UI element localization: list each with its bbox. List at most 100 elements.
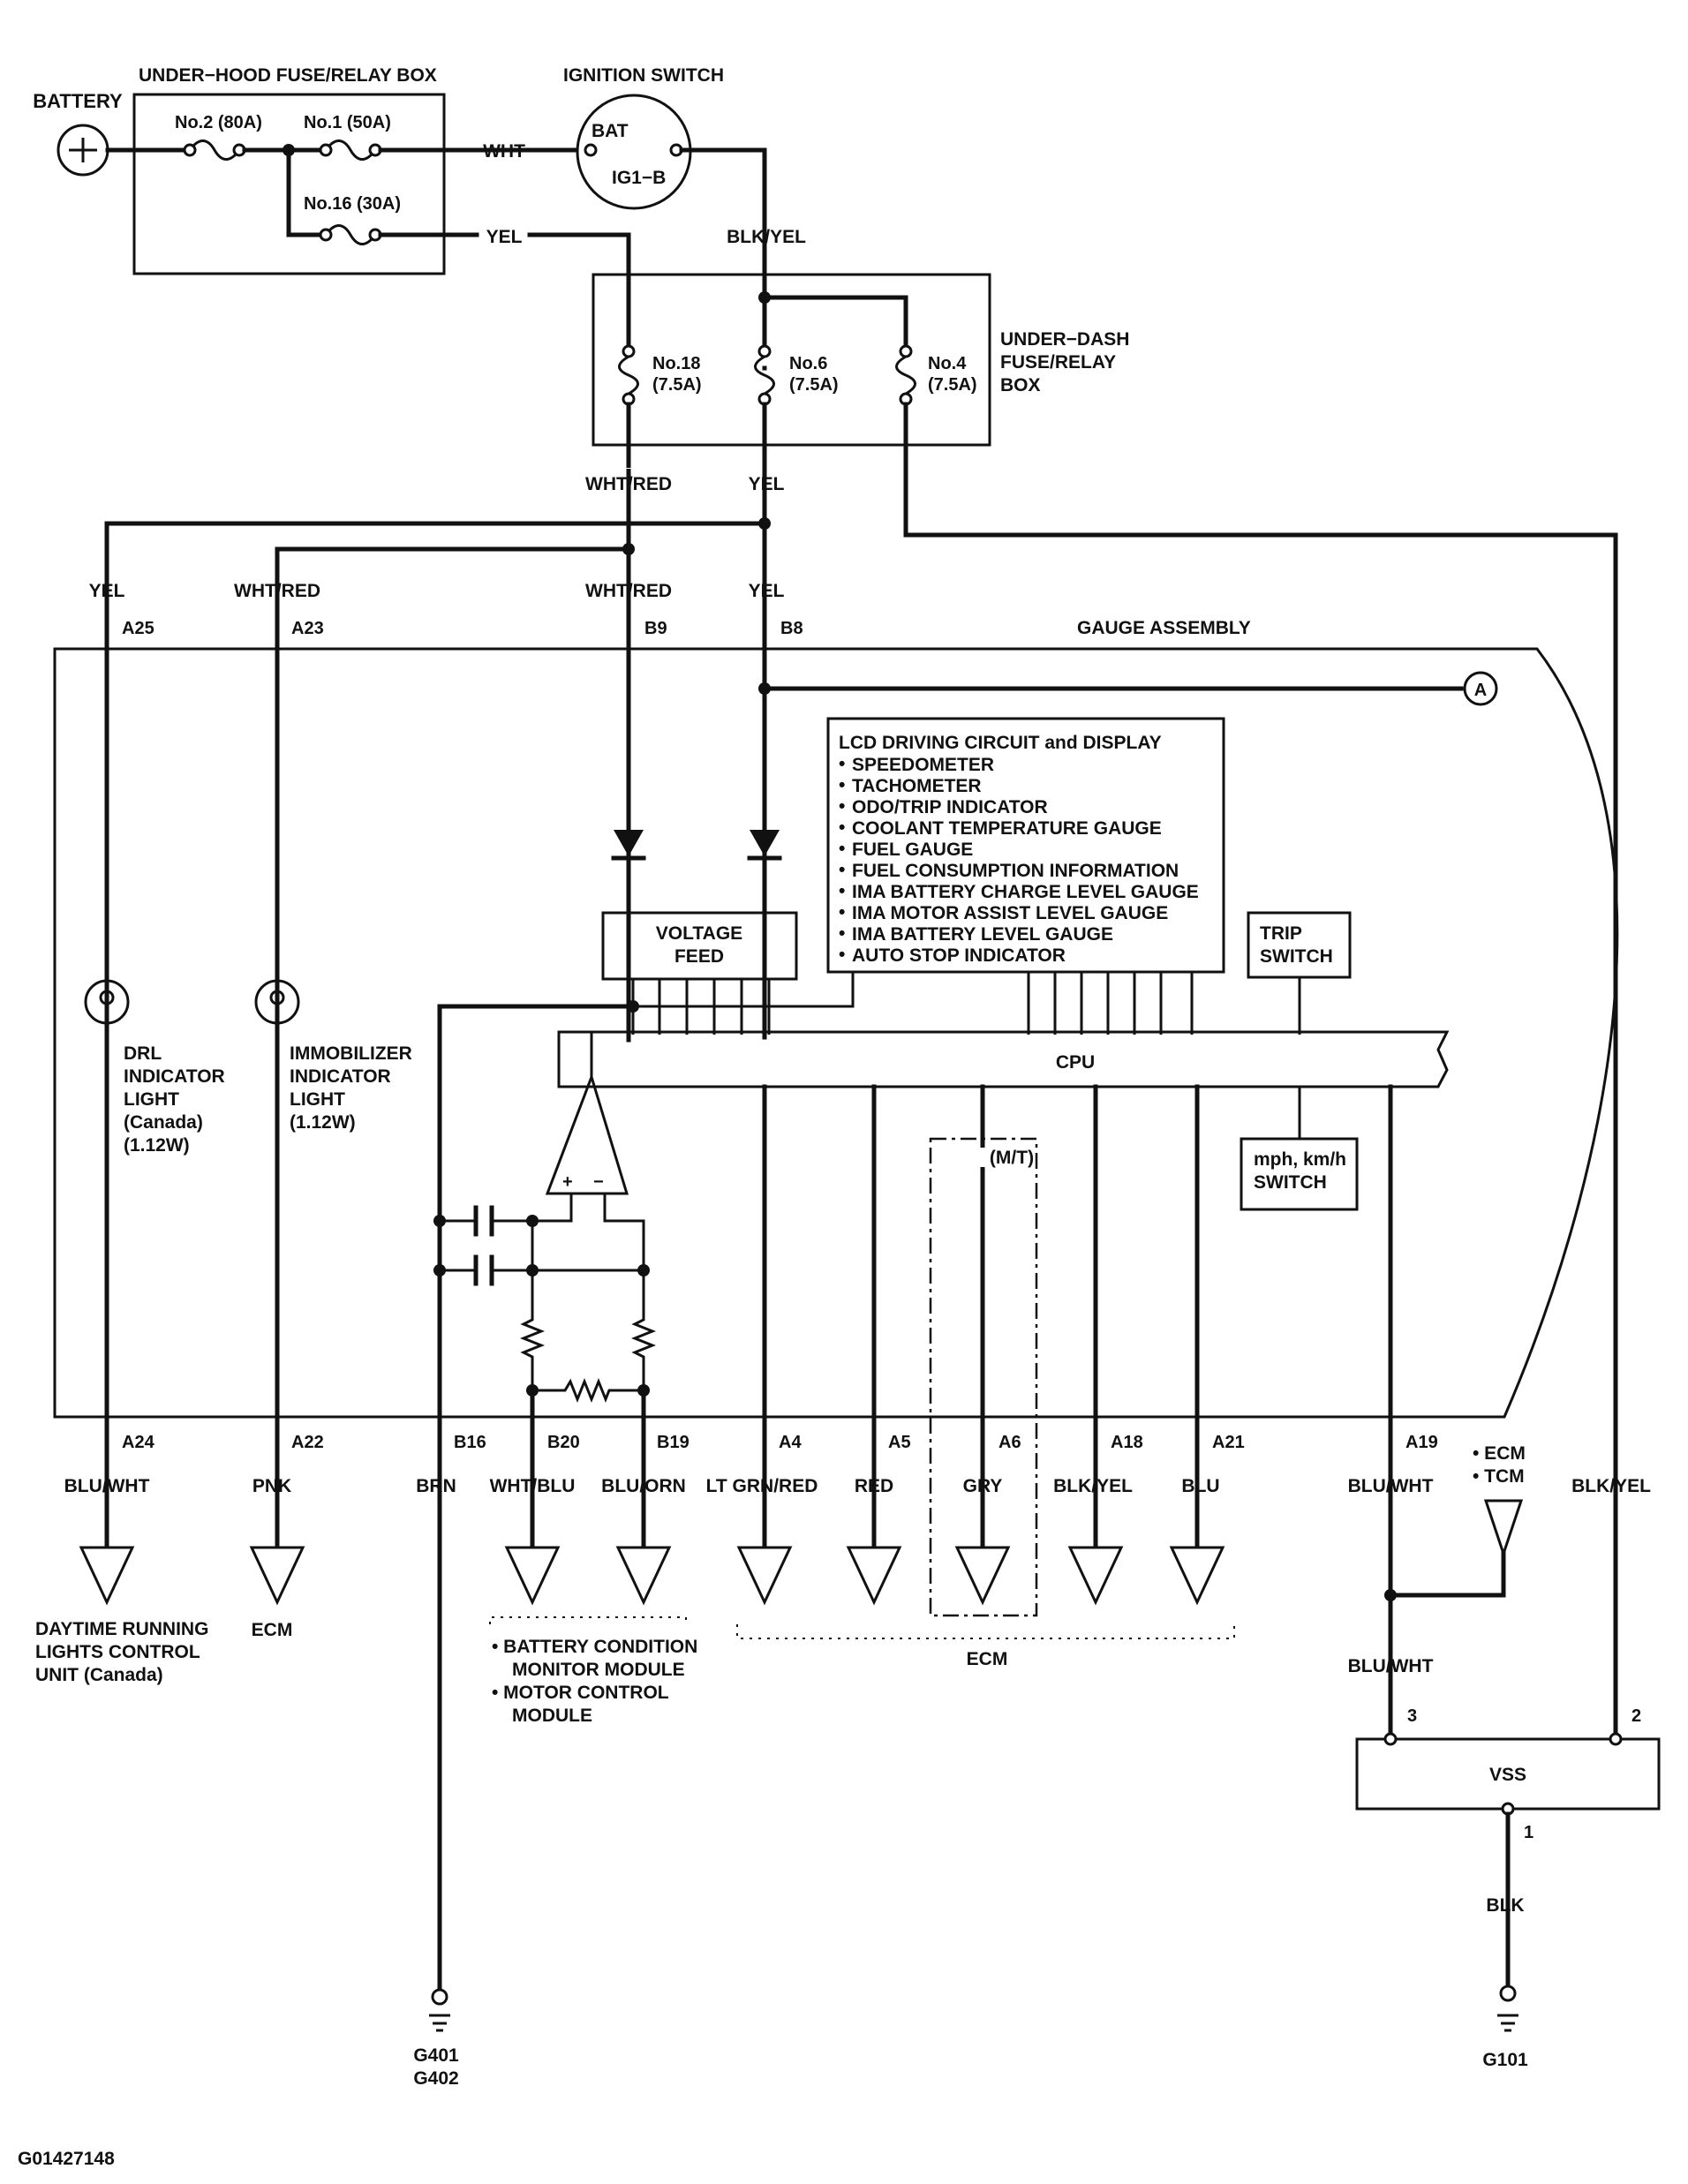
svg-text:•: •	[839, 881, 845, 901]
vss-label: VSS	[1489, 1765, 1526, 1785]
svg-text:−: −	[593, 1172, 604, 1192]
trip-switch-line2: SWITCH	[1260, 946, 1333, 967]
diode-b9	[614, 830, 644, 856]
voltage-feed-line1: VOLTAGE	[656, 923, 742, 944]
connector-a	[1463, 671, 1498, 706]
battery-label: BATTERY	[33, 90, 123, 112]
fuse-no6-symbol	[754, 355, 775, 395]
pin-a5: A5	[888, 1433, 911, 1452]
fuse-no2-label: No.2 (80A)	[175, 113, 262, 132]
gauge-assembly-outline	[53, 647, 1619, 1419]
battery: BATTERY	[33, 90, 123, 177]
wire-label-yel-b8: YEL	[749, 581, 785, 601]
fuse-no6-label: No.6	[789, 354, 827, 373]
wire-label-wht: WHT	[483, 141, 525, 162]
cpu: CPU	[557, 1030, 1450, 1088]
wire-label-yel-fuse: YEL	[749, 474, 785, 494]
cpu-label: CPU	[1056, 1052, 1095, 1073]
ecm-group-bracket	[736, 1624, 1235, 1639]
svg-text:•: •	[839, 902, 845, 923]
under-hood-fuse-box: UNDER−HOOD FUSE/RELAY BOX No.2 (80A) No.…	[132, 65, 446, 275]
pin-a19: A19	[1405, 1433, 1438, 1452]
svg-text:(M/T): (M/T)	[990, 1148, 1034, 1168]
ground-g101	[1497, 1984, 1518, 2032]
lcd-item: ODO/TRIP INDICATOR	[852, 797, 1048, 817]
pin-a25: A25	[122, 619, 154, 638]
ignition-bat-label: BAT	[592, 121, 629, 141]
drl-unit-line2: LIGHTS CONTROL	[35, 1642, 200, 1662]
fuse-no4-symbol	[895, 355, 916, 395]
ignition-switch: IGNITION SWITCH BAT IG1−B	[563, 65, 724, 210]
wire-gry: GRY	[963, 1476, 1003, 1496]
ground-g101-label: G101	[1482, 2050, 1528, 2070]
pin-b9: B9	[644, 619, 667, 638]
svg-text:•: •	[839, 923, 845, 944]
drl-unit-line1: DAYTIME RUNNING	[35, 1619, 208, 1639]
drl-light-line3: LIGHT	[124, 1089, 179, 1110]
pin-a4: A4	[779, 1433, 802, 1452]
pin-b8: B8	[780, 619, 803, 638]
fuse-no18-label: No.18	[652, 354, 700, 373]
battery-modules-bracket	[489, 1616, 687, 1624]
immobilizer-line1: IMMOBILIZER	[290, 1043, 412, 1064]
lcd-item: SPEEDOMETER	[852, 755, 994, 775]
voltage-feed: VOLTAGE FEED	[601, 911, 798, 981]
under-dash-title-line3: BOX	[1000, 375, 1041, 395]
svg-text:+: +	[562, 1172, 573, 1192]
wire-lt-grn-red: LT GRN/RED	[706, 1476, 818, 1496]
under-dash-title-line2: FUSE/RELAY	[1000, 352, 1116, 373]
drl-light-line2: INDICATOR	[124, 1066, 225, 1087]
immobilizer-line4: (1.12W)	[290, 1112, 356, 1133]
diode-b8	[750, 830, 780, 856]
destination-arrows	[79, 1499, 1524, 1606]
ecm-tcm-line2: • TCM	[1473, 1466, 1525, 1487]
wire-red: RED	[855, 1476, 893, 1496]
pin-a24: A24	[122, 1433, 155, 1452]
gauge-assembly-title: GAUGE ASSEMBLY	[1077, 618, 1251, 638]
fuse-no18-symbol	[618, 355, 639, 395]
fuse-no1-symbol	[324, 139, 377, 161]
op-amp	[545, 1073, 629, 1195]
pin-a6: A6	[998, 1433, 1021, 1452]
vss-sensor: VSS	[1355, 1737, 1661, 1811]
ecm-tcm-line1: • ECM	[1473, 1443, 1526, 1464]
ground-g402-label: G402	[413, 2068, 458, 2089]
svg-text:•: •	[839, 754, 845, 774]
svg-text:•: •	[839, 796, 845, 817]
pin-a23: A23	[291, 619, 324, 638]
svg-text:•: •	[839, 945, 845, 965]
wire-label-blk: BLK	[1486, 1895, 1524, 1916]
fuse-no16-label: No.16 (30A)	[304, 194, 401, 214]
ecm-group-label: ECM	[967, 1649, 1008, 1669]
fuse-no6-rating: (7.5A)	[789, 375, 839, 395]
figure-id: G01427148	[18, 2149, 115, 2169]
lcd-item: COOLANT TEMPERATURE GAUGE	[852, 818, 1162, 839]
pin-b20: B20	[547, 1433, 580, 1452]
mt-boundary	[929, 1137, 1038, 1617]
wire-wht-blu: WHT/BLU	[490, 1476, 576, 1496]
wire-blu-wht-a19: BLU/WHT	[1348, 1476, 1434, 1496]
voltage-feed-line2: FEED	[674, 946, 724, 967]
fuse-no1-label: No.1 (50A)	[304, 113, 391, 132]
wire-blu-orn: BLU/ORN	[601, 1476, 686, 1496]
drl-light-line5: (1.12W)	[124, 1135, 190, 1156]
wire-label-blu-wht-vss: BLU/WHT	[1348, 1656, 1434, 1676]
immobilizer-line3: LIGHT	[290, 1089, 345, 1110]
lcd-driving-circuit: LCD DRIVING CIRCUIT and DISPLAY •SPEEDOM…	[826, 717, 1225, 974]
battery-modules-line3: • MOTOR CONTROL	[492, 1683, 669, 1703]
drl-light-line4: (Canada)	[124, 1112, 203, 1133]
svg-text:•: •	[839, 817, 845, 838]
pin-b19: B19	[657, 1433, 690, 1452]
ignition-ig1b-label: IG1−B	[612, 168, 666, 188]
ground-g401	[429, 1988, 450, 2032]
lcd-item: AUTO STOP INDICATOR	[852, 945, 1066, 966]
under-hood-box-title: UNDER−HOOD FUSE/RELAY BOX	[139, 65, 437, 86]
wire-label-blk-yel-top: BLK/YEL	[727, 227, 806, 247]
ignition-switch-title: IGNITION SWITCH	[563, 65, 724, 86]
pin-a22: A22	[291, 1433, 324, 1452]
pin-b16: B16	[454, 1433, 486, 1452]
wire-blk-yel-vss: BLK/YEL	[1571, 1476, 1651, 1496]
mph-kmh-switch: mph, km/h SWITCH	[1240, 1137, 1359, 1211]
wire-pnk: PNK	[252, 1476, 291, 1496]
